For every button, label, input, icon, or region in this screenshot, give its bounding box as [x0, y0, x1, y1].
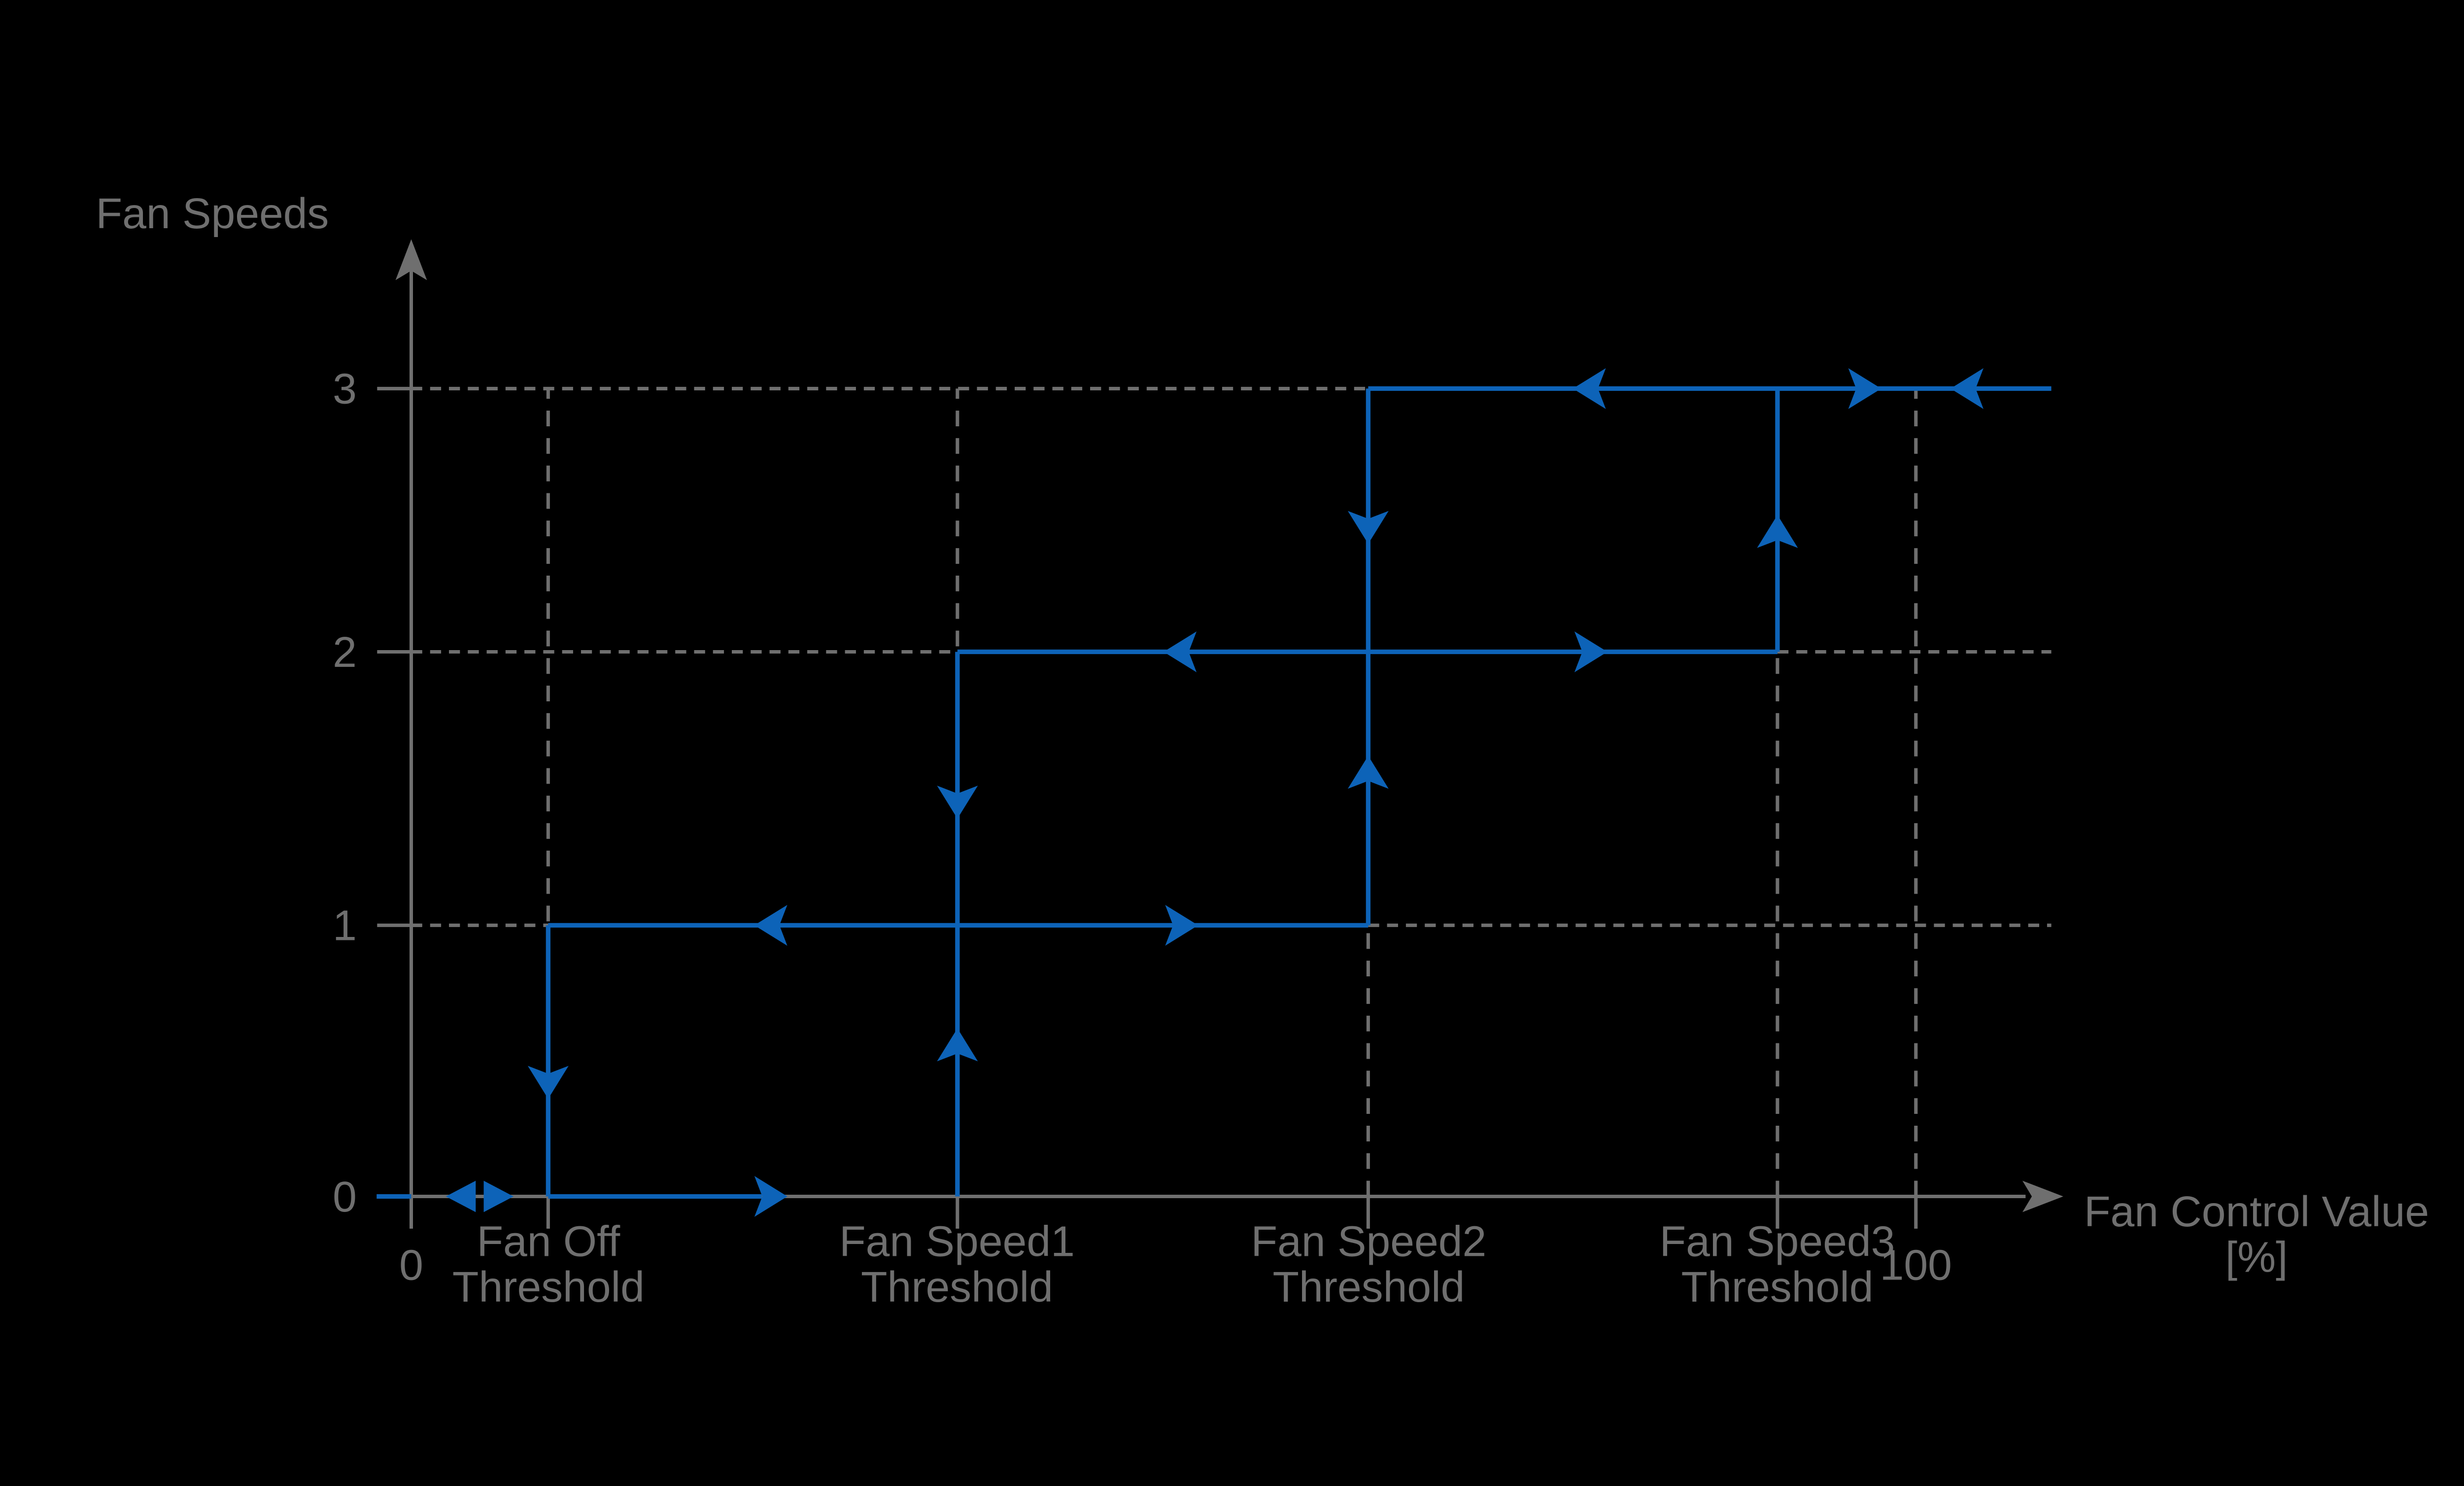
x-tick-label-100: 100 [1880, 1241, 1952, 1289]
y-tick-label-1: 1 [333, 901, 357, 950]
curve-arrow-right-icon [1165, 904, 1198, 946]
fan-speed2-threshold-label-line2: Threshold [1272, 1263, 1465, 1311]
curve-arrow-up-icon [937, 1028, 978, 1062]
x-axis-title-line1: Fan Control Value [2084, 1187, 2429, 1236]
fan-speed3-threshold-label-line2: Threshold [1681, 1263, 1874, 1311]
curve-arrow-left-icon [754, 904, 787, 946]
y-tick-label-3: 3 [333, 365, 357, 413]
curve-arrow-left-icon [1573, 368, 1606, 409]
fan-speed1-threshold-label-line2: Threshold [861, 1263, 1053, 1311]
y-axis-title: Fan Speeds [96, 189, 329, 238]
curve-arrow-right-icon [1574, 631, 1608, 673]
bidirectional-right-arrow-icon [483, 1180, 514, 1212]
curve-arrow-up-icon [1757, 515, 1798, 548]
curve-arrow-right-icon [754, 1176, 787, 1217]
fan-off-threshold-label-line1: Fan Off [477, 1217, 620, 1266]
curve-arrow-down-icon [527, 1066, 569, 1099]
fan-speed1-threshold-label-line1: Fan Speed1 [839, 1217, 1075, 1266]
curve-arrow-up-icon [1347, 756, 1389, 789]
curve-arrow-right-icon [1848, 368, 1882, 409]
fan-speed3-threshold-label-line1: Fan Speed3 [1660, 1217, 1895, 1266]
y-tick-label-2: 2 [333, 628, 357, 676]
hysteresis-curve [376, 368, 2052, 1217]
curve-arrow-left-icon [1164, 631, 1197, 673]
grid-dashed-lines [411, 386, 2052, 1197]
curve-arrow-down-icon [1347, 511, 1389, 544]
y-axis-arrowhead-icon [395, 239, 427, 280]
curve-arrow-down-icon [937, 786, 978, 819]
x-axis-title-line2: [%] [2225, 1233, 2288, 1281]
x-axis-arrowhead-icon [2022, 1180, 2063, 1212]
curve-arrow-left-icon [1950, 368, 1984, 409]
fan-speed2-threshold-label-line1: Fan Speed2 [1251, 1217, 1487, 1266]
x-tick-label-0: 0 [399, 1241, 423, 1289]
fan-off-threshold-label-line2: Threshold [452, 1263, 645, 1311]
y-tick-label-0: 0 [333, 1173, 357, 1221]
bidirectional-left-arrow-icon [445, 1180, 476, 1212]
